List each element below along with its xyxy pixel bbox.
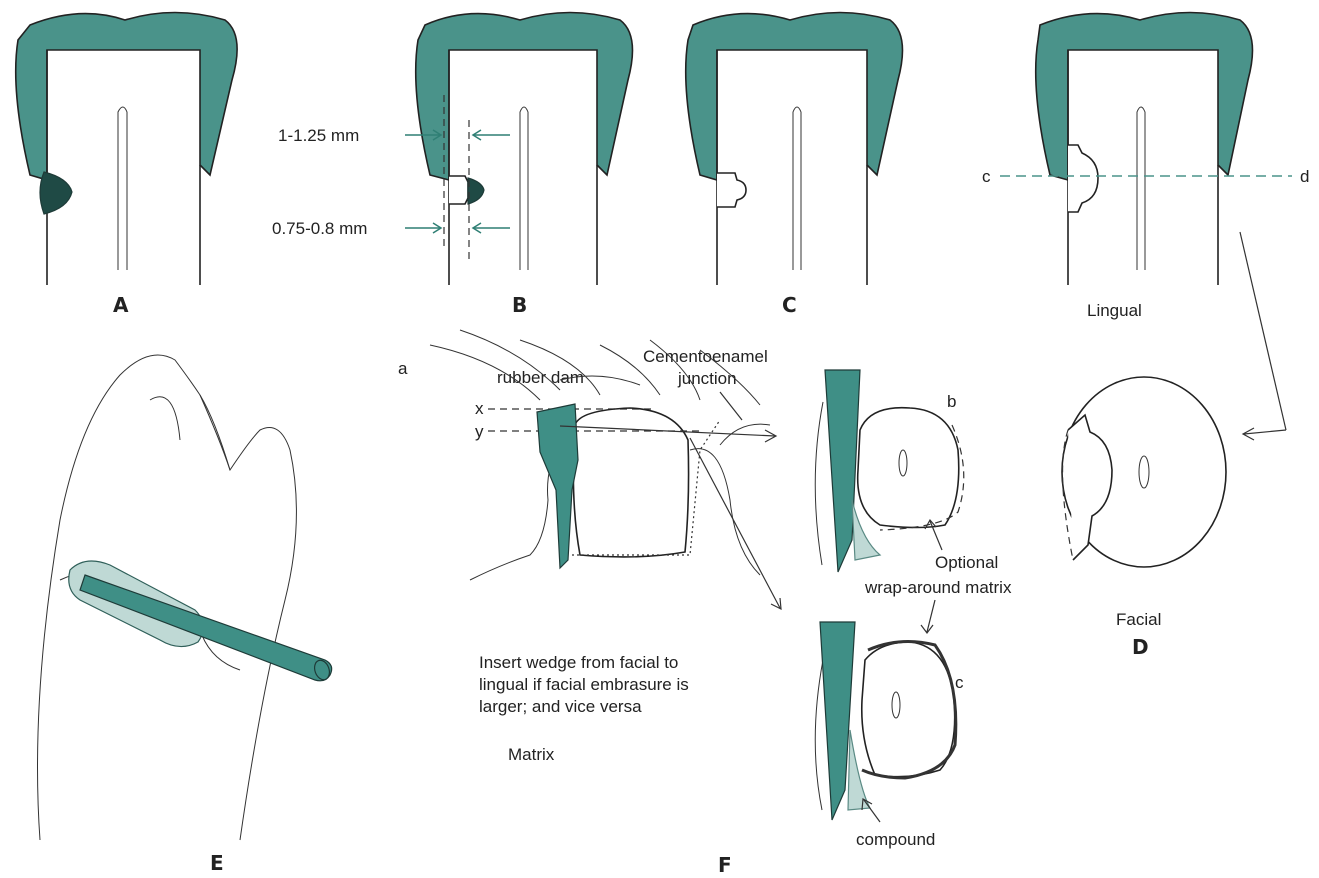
- panel-f-tooth-center-outline: [573, 408, 688, 557]
- panel-d-section-arrow: [1240, 232, 1286, 430]
- panel-f-sub-b-label: b: [947, 392, 956, 411]
- panel-f-c-adjacent-tooth: [815, 660, 823, 810]
- panel-d-letter: D: [1132, 635, 1149, 659]
- panel-f-sub-a-label: a: [398, 359, 408, 378]
- panel-e-wedge-illustration: E: [38, 355, 332, 875]
- panel-f-arrow-to-c: [690, 438, 780, 608]
- panel-c-pulp-canal: [793, 107, 801, 270]
- panel-b-root-outline: [449, 50, 597, 285]
- panel-d-preparation: [1068, 145, 1098, 212]
- panel-d-facial-label: Facial: [1116, 610, 1161, 629]
- panel-f-letter: F: [718, 853, 732, 877]
- panel-b-tooth: 1-1.25 mm 0.75-0.8 mm B: [272, 13, 633, 318]
- panel-f-optional-line2: wrap-around matrix: [864, 578, 1012, 597]
- panel-b-pulp-canal: [520, 107, 528, 270]
- panel-f-b-adjacent-tooth: [815, 402, 823, 565]
- panel-d-line-start-label: c: [982, 167, 991, 186]
- panel-f-y-label: y: [475, 422, 484, 441]
- panel-f-b-tooth-section: [858, 408, 959, 528]
- panel-b-preparation: [449, 176, 468, 204]
- panel-f-dotted-matrix: [572, 420, 720, 555]
- panel-d-line-end-label: d: [1300, 167, 1309, 186]
- panel-f-x-label: x: [475, 399, 484, 418]
- panel-c-root-outline: [717, 50, 867, 285]
- panel-b-dim-top-label: 1-1.25 mm: [278, 126, 359, 145]
- panel-f-wedge-a: [537, 404, 578, 568]
- panel-a-enamel-crown: [16, 13, 237, 181]
- panel-f-matrix-label: Matrix: [508, 745, 555, 764]
- panel-c-preparation: [717, 173, 746, 207]
- panel-f-cej-arrow: [720, 392, 742, 420]
- panel-f-c-tooth-section: [862, 642, 955, 777]
- panel-f-compound-arrow: [864, 800, 880, 822]
- panel-f-tooth-right-outline: [690, 424, 770, 575]
- panel-f-optional-line1: Optional: [935, 553, 998, 572]
- panel-e-wedge-handle: [80, 575, 332, 681]
- panel-f-insert-line2: lingual if facial embrasure is: [479, 675, 689, 694]
- panel-d-lingual-label: Lingual: [1087, 301, 1142, 320]
- panel-f-compound-label: compound: [856, 830, 935, 849]
- panel-a-letter: A: [113, 293, 129, 317]
- panel-f-sub-c-label: c: [955, 673, 964, 692]
- panel-d-cross-section-prep: [1068, 415, 1112, 560]
- panel-e-cusp-detail: [150, 395, 230, 470]
- panel-b-remaining-caries: [468, 178, 484, 204]
- panel-a-pulp-canal: [118, 107, 127, 270]
- panel-a-root-outline: [47, 50, 200, 285]
- panel-a-caries-lesion: [40, 172, 72, 214]
- panel-a-tooth: A: [16, 13, 237, 318]
- panel-d-cross-section-pulp: [1139, 456, 1149, 488]
- panel-d-tooth: c d Lingual Facial D: [982, 13, 1309, 660]
- panel-b-dim-bottom-label: 0.75-0.8 mm: [272, 219, 367, 238]
- panel-d-pulp-canal: [1137, 107, 1145, 270]
- panel-c-tooth: C: [686, 13, 903, 318]
- panel-e-letter: E: [210, 851, 224, 875]
- panel-f-matrix-diagram: a rubber dam Cementoenamel junction x y …: [398, 330, 1012, 877]
- panel-c-enamel-crown: [686, 13, 903, 181]
- panel-b-letter: B: [512, 293, 527, 317]
- panel-f-rubber-dam-lines: [430, 330, 760, 405]
- panel-f-insert-line1: Insert wedge from facial to: [479, 653, 678, 672]
- panel-c-letter: C: [782, 293, 797, 317]
- panel-f-insert-line3: larger; and vice versa: [479, 697, 642, 716]
